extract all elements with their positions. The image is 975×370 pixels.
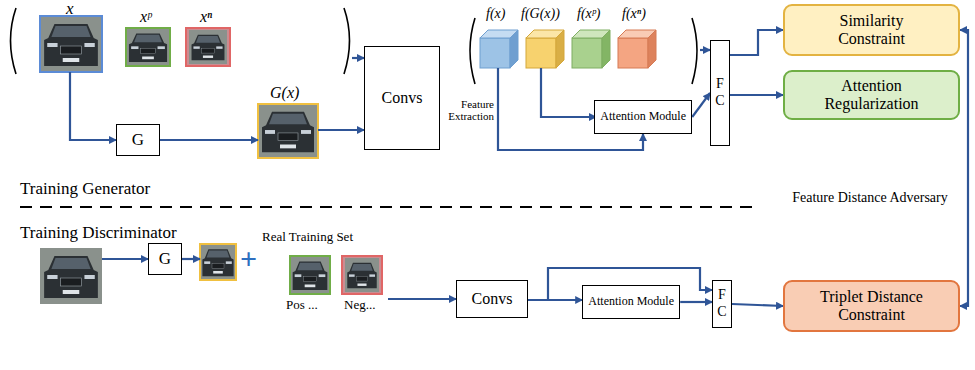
bracket xyxy=(344,8,350,74)
image-label: Pos ... xyxy=(286,298,318,312)
connector-arrow xyxy=(692,93,710,117)
car-image xyxy=(126,28,170,66)
feature-label: f(G(x)) xyxy=(521,6,560,21)
box-text: Convs xyxy=(382,89,423,107)
section-label: Training Discriminator xyxy=(20,224,177,243)
fc-box: F C xyxy=(710,40,730,146)
group-label: Real Training Set xyxy=(262,230,353,244)
feature-cube xyxy=(526,30,564,68)
flow-arrow xyxy=(541,68,596,117)
feature-cube xyxy=(572,30,610,68)
flow-arrow xyxy=(352,57,364,59)
attention-module-box: Attention Module xyxy=(582,285,680,319)
image-label: xᵖ xyxy=(140,8,152,26)
separator-line xyxy=(20,206,760,208)
image-border xyxy=(200,244,236,280)
car-image xyxy=(40,248,102,304)
feature-cube xyxy=(618,30,656,68)
bracket xyxy=(11,8,17,74)
loss-box: Attention Regularization xyxy=(783,70,960,120)
image-border xyxy=(342,256,382,294)
convs-box: Convs xyxy=(456,280,528,318)
car-image xyxy=(40,16,102,72)
connector-arrow xyxy=(732,304,783,306)
flow-arrow xyxy=(102,258,148,260)
car-image xyxy=(345,258,379,292)
image-label: G(x) xyxy=(270,84,299,102)
box-text: F C xyxy=(715,287,729,321)
bracket xyxy=(470,18,475,84)
loss-box: Triplet Distance Constraint xyxy=(783,280,960,332)
car-images xyxy=(40,244,382,304)
image-border xyxy=(40,16,102,72)
generator-box: G xyxy=(148,243,182,275)
flow-arrow xyxy=(318,129,364,131)
flow-arrow xyxy=(160,139,258,141)
car-image xyxy=(342,256,382,294)
box-text: G xyxy=(159,249,171,269)
car-image xyxy=(186,28,230,66)
car-image xyxy=(290,256,330,294)
feature-cube xyxy=(480,30,518,68)
feature-label: f(xⁿ) xyxy=(622,6,646,21)
bracket xyxy=(692,18,697,84)
box-text: Triplet Distance Constraint xyxy=(809,288,934,325)
flow-arrow xyxy=(182,258,200,260)
box-text: Convs xyxy=(472,290,513,308)
section-label: Training Generator xyxy=(20,180,150,199)
box-text: Attention Module xyxy=(600,110,686,124)
feature-label: f(xᵖ) xyxy=(577,6,600,21)
note-label: Feature Extraction xyxy=(440,98,494,122)
feature-cubes xyxy=(480,30,656,68)
image-border xyxy=(126,28,170,66)
connector-arrow xyxy=(730,94,783,96)
connector-arrow xyxy=(960,30,968,306)
convs-box: Convs xyxy=(364,46,440,150)
connector-arrow xyxy=(730,30,783,55)
fc-box: F C xyxy=(712,280,732,328)
note-label: Feature Distance Adversary xyxy=(785,190,955,205)
car-image xyxy=(258,104,318,158)
connector-arrow xyxy=(680,301,712,303)
generator-box: G xyxy=(116,124,160,156)
image-label: xⁿ xyxy=(200,8,212,26)
box-text: Similarity Constraint xyxy=(817,12,927,49)
box-text: Attention Module xyxy=(588,295,674,309)
attention-module-box: Attention Module xyxy=(594,100,692,134)
flow-arrow xyxy=(388,298,456,300)
image-border xyxy=(258,104,318,158)
flow-arrow xyxy=(700,49,710,51)
box-text: Attention Regularization xyxy=(812,77,932,114)
image-border xyxy=(290,256,330,294)
box-text: G xyxy=(132,130,144,150)
car-image xyxy=(200,244,236,280)
image-label: x xyxy=(66,0,74,19)
plus-sign: + xyxy=(240,242,257,275)
image-label: Neg... xyxy=(344,298,375,312)
car-image xyxy=(189,30,227,64)
image-border xyxy=(186,28,230,66)
box-text: F C xyxy=(713,76,727,110)
feature-label: f(x) xyxy=(486,6,505,21)
flow-arrow xyxy=(70,72,116,140)
car-images xyxy=(40,16,318,158)
loss-box: Similarity Constraint xyxy=(783,4,960,56)
